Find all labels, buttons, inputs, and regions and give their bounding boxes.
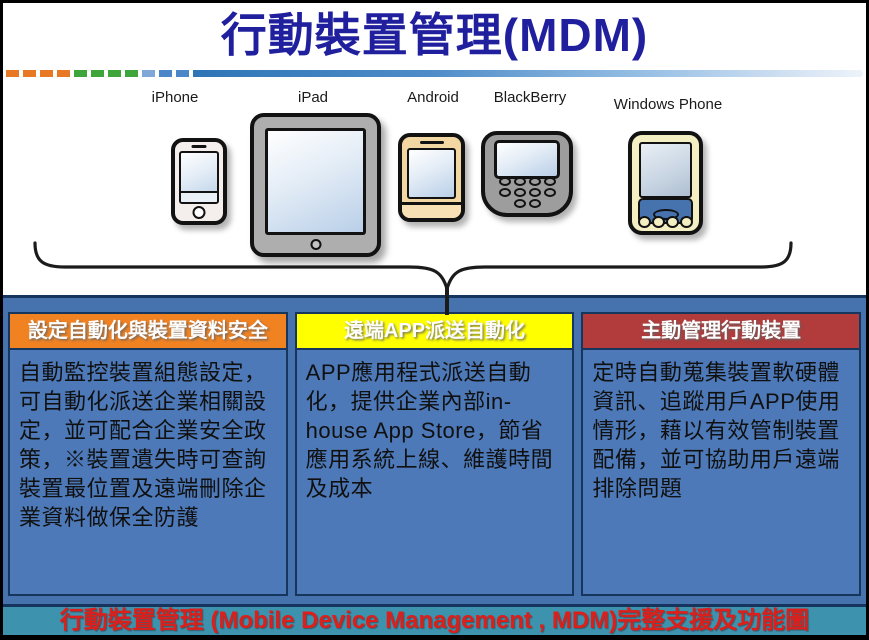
deco-dash (125, 69, 138, 77)
deco-dash (57, 69, 70, 77)
blackberry-key (498, 188, 511, 197)
ipad-icon (250, 113, 381, 257)
blackberry-key (528, 199, 541, 208)
ipad-screen (265, 128, 366, 235)
feature-column-device-management: 主動管理行動裝置 定時自動蒐集裝置軟硬體資訊、追蹤用戶APP使用情形，藉以有效管… (581, 312, 862, 596)
blackberry-screen (494, 140, 560, 179)
deco-dash (176, 69, 189, 77)
feature-column-app-push: 遠端APP派送自動化 APP應用程式派送自動化，提供企業內部in-house A… (294, 312, 575, 596)
windows-phone-screen (639, 142, 692, 198)
column-body: APP應用程式派送自動化，提供企業內部in-house App Store，節省… (305, 360, 554, 502)
deco-dash (108, 69, 121, 77)
feature-column-device-config: 設定自動化與裝置資料安全 自動監控裝置組態設定，可自動化派送企業相關設定，並可配… (8, 312, 288, 596)
deco-dash (142, 69, 155, 77)
blackberry-icon (481, 131, 573, 217)
windows-phone-key (680, 216, 693, 228)
page-title: 行動裝置管理(MDM) (220, 9, 649, 61)
device-label-ipad: iPad (297, 89, 329, 106)
deco-dash (74, 69, 87, 77)
deco-dash (6, 69, 19, 77)
blackberry-keyboard (493, 177, 561, 208)
blackberry-key (528, 188, 541, 197)
deco-dash (159, 69, 172, 77)
column-header: 主動管理行動裝置 (583, 314, 860, 350)
iphone-icon (171, 138, 227, 225)
deco-bar (6, 69, 863, 77)
blackberry-key (513, 199, 526, 208)
device-label-android: Android (407, 89, 459, 106)
blackberry-key (543, 188, 556, 197)
windows-phone-keys (638, 216, 693, 228)
ipad-home-button (310, 239, 321, 250)
blackberry-key (543, 177, 556, 186)
column-body: 定時自動蒐集裝置軟硬體資訊、追蹤用戶APP使用情形，藉以有效管制裝置配備，並可協… (592, 360, 841, 502)
device-label-windows-phone: Windows Phone (613, 96, 723, 113)
windows-phone-key (638, 216, 651, 228)
iphone-screen (179, 151, 219, 204)
android-phone-icon (398, 133, 465, 222)
iphone-home-button (192, 206, 206, 219)
windows-phone-key (666, 216, 679, 228)
device-label-iphone: iPhone (151, 89, 199, 106)
column-header: 遠端APP派送自動化 (296, 314, 573, 350)
deco-dash (23, 69, 36, 77)
iphone-speaker (191, 145, 207, 148)
android-screen (407, 148, 456, 199)
windows-phone-icon (628, 131, 703, 235)
windows-phone-key (652, 216, 665, 228)
android-chin (402, 202, 461, 218)
footer-caption: 行動裝置管理 (Mobile Device Management , MDM)完… (3, 607, 866, 635)
devices-stage: iPhone iPad Android BlackBerry Windows P… (3, 85, 866, 315)
blackberry-key (528, 177, 541, 186)
column-header: 設定自動化與裝置資料安全 (10, 314, 286, 350)
android-speaker (419, 141, 444, 144)
blackberry-key (513, 177, 526, 186)
windows-phone-home-button (652, 208, 679, 220)
deco-dash (91, 69, 104, 77)
blackberry-key (498, 177, 511, 186)
column-body: 自動監控裝置組態設定，可自動化派送企業相關設定，並可配合企業安全政策，※裝置遺失… (19, 360, 267, 531)
blackberry-key (513, 188, 526, 197)
feature-band: 設定自動化與裝置資料安全 自動監控裝置組態設定，可自動化派送企業相關設定，並可配… (3, 295, 866, 607)
deco-dash (40, 69, 53, 77)
deco-gradient-bar (193, 69, 863, 77)
curly-brace-icon (33, 241, 793, 315)
device-label-blackberry: BlackBerry (493, 89, 567, 106)
